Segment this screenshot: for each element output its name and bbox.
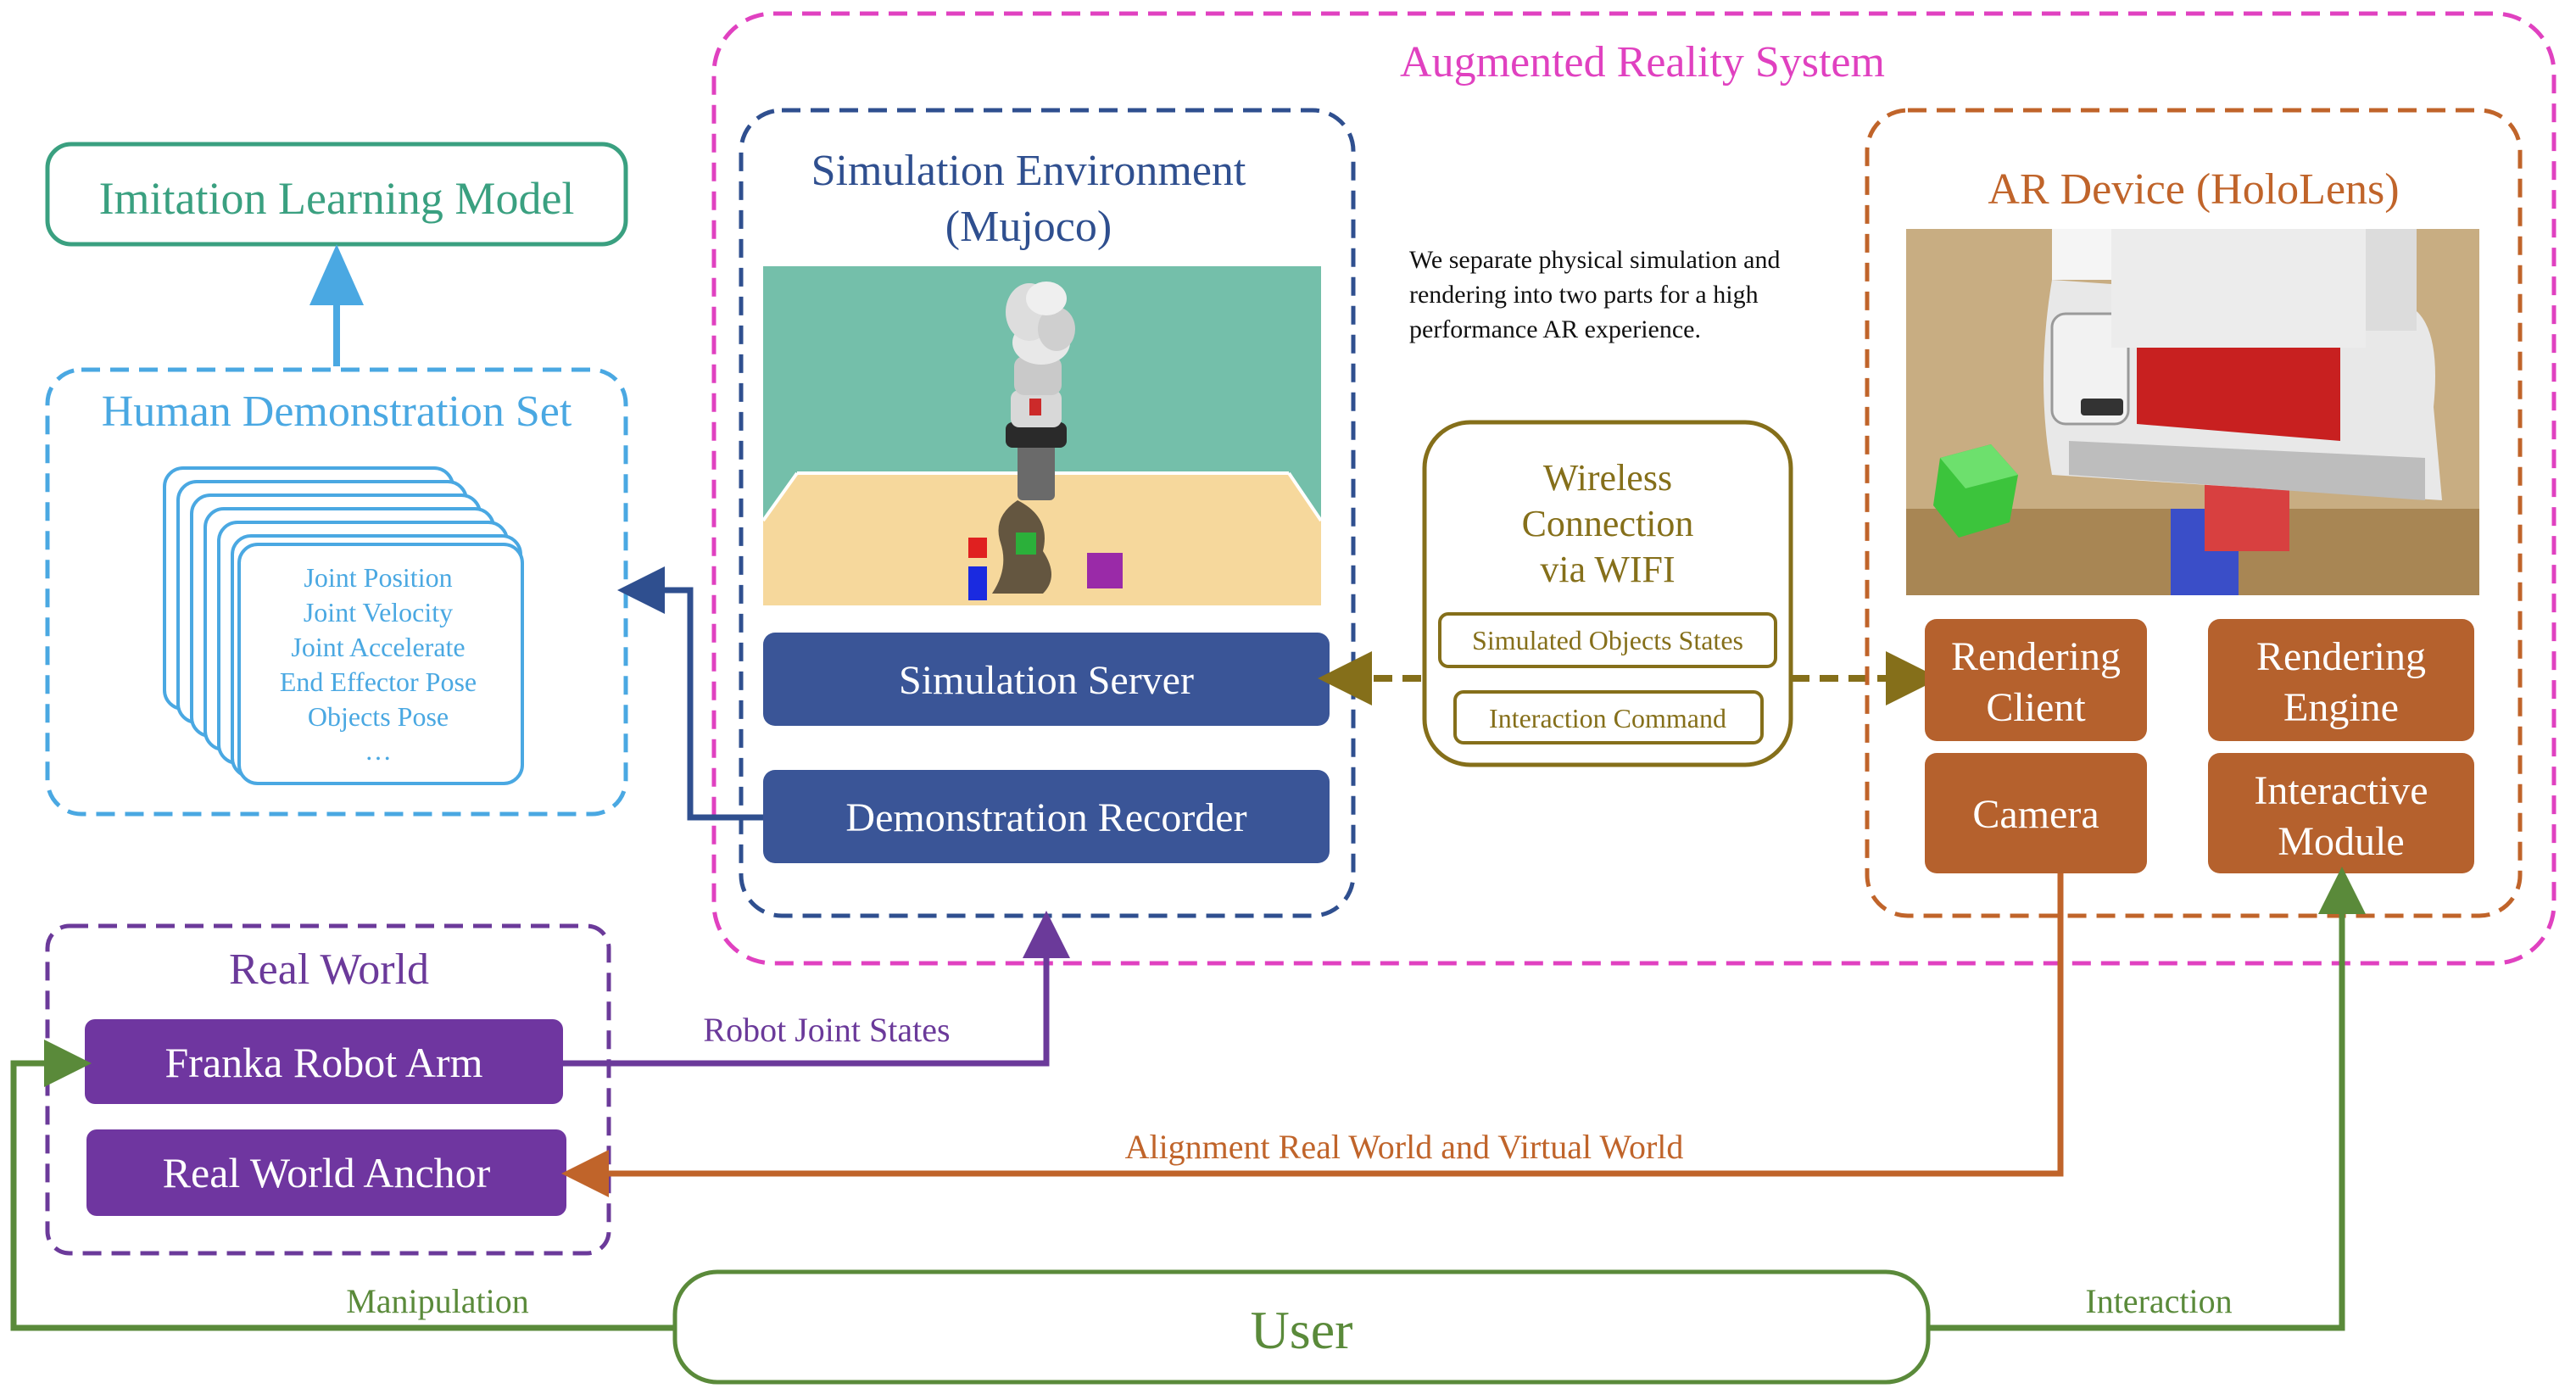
franka-robot-arm-label: Franka Robot Arm bbox=[165, 1039, 483, 1086]
sim-green-cube bbox=[1016, 533, 1036, 555]
hololens-view-image bbox=[1906, 229, 2479, 595]
real-world-anchor-label: Real World Anchor bbox=[163, 1149, 491, 1196]
arrow-manipulation bbox=[10, 1040, 675, 1331]
ar-system-title: Augmented Reality System bbox=[1400, 38, 1885, 86]
sim-purple-cube bbox=[1087, 553, 1123, 588]
interactive-module-box bbox=[2208, 753, 2474, 873]
real-world-title: Real World bbox=[229, 945, 429, 994]
sim-blue-cube bbox=[968, 566, 987, 600]
ar-device-title: AR Device (HoloLens) bbox=[1988, 165, 2399, 214]
demo-pages-stack bbox=[163, 466, 524, 785]
sim-red-cube bbox=[968, 538, 987, 558]
interactive-module-label-line1: Interactive bbox=[2254, 768, 2428, 813]
real-world-container bbox=[45, 923, 611, 1256]
simulation-server-label: Simulation Server bbox=[899, 658, 1194, 703]
demo-item-joint-accelerate: Joint Accelerate bbox=[291, 632, 465, 662]
user-label: User bbox=[1251, 1300, 1353, 1360]
imitation-learning-label: Imitation Learning Model bbox=[99, 173, 575, 224]
rendering-client-label-line1: Rendering bbox=[1951, 634, 2121, 679]
demo-item-ellipsis: … bbox=[365, 735, 392, 766]
arrow-interaction bbox=[1928, 867, 2366, 1331]
ar-device-container bbox=[1865, 108, 2523, 918]
simulation-server-box bbox=[763, 633, 1330, 726]
alignment-label: Alignment Real World and Virtual World bbox=[1125, 1128, 1684, 1166]
ar-system-container bbox=[711, 11, 2556, 966]
rendering-engine-label-line2: Engine bbox=[2283, 685, 2399, 730]
camera-label: Camera bbox=[1972, 792, 2099, 837]
simulation-title-line1: Simulation Environment bbox=[811, 147, 1246, 195]
wireless-title-line2: Connection bbox=[1522, 503, 1694, 544]
demonstration-recorder-box bbox=[763, 770, 1330, 863]
page-card-front bbox=[237, 543, 524, 785]
interaction-label: Interaction bbox=[2085, 1282, 2232, 1320]
rendering-client-label-line2: Client bbox=[1986, 685, 2086, 730]
wireless-title-line1: Wireless bbox=[1543, 457, 1672, 499]
demo-item-joint-velocity: Joint Velocity bbox=[304, 597, 453, 627]
wireless-title-line3: via WIFI bbox=[1540, 549, 1675, 590]
demo-set-title: Human Demonstration Set bbox=[102, 388, 572, 436]
rendering-client-box bbox=[1925, 619, 2147, 741]
architecture-note: We separate physical simulation and rend… bbox=[1409, 246, 1781, 343]
arrow-alignment bbox=[561, 873, 2064, 1197]
sim-robot-arm-illustration bbox=[1006, 282, 1075, 500]
robot-joint-states-label: Robot Joint States bbox=[703, 1011, 950, 1049]
franka-robot-arm-box bbox=[85, 1019, 563, 1104]
arrow-recorder-to-demo-set bbox=[617, 566, 763, 821]
demo-item-end-effector-pose: End Effector Pose bbox=[280, 666, 477, 697]
camera-box bbox=[1925, 753, 2147, 873]
real-world-anchor-box bbox=[86, 1129, 566, 1216]
demo-item-joint-position: Joint Position bbox=[304, 562, 452, 593]
rendering-engine-box bbox=[2208, 619, 2474, 741]
interaction-command-label: Interaction Command bbox=[1489, 703, 1726, 733]
rendering-engine-label-line1: Rendering bbox=[2256, 634, 2426, 679]
mujoco-scene-image bbox=[761, 266, 1323, 605]
arrow-robot-joint-states bbox=[563, 911, 1070, 1067]
interactive-module-label-line2: Module bbox=[2278, 819, 2404, 864]
simulated-objects-states-tag bbox=[1438, 612, 1777, 668]
wireless-container bbox=[1422, 420, 1793, 767]
interaction-command-tag bbox=[1453, 690, 1764, 744]
simulated-objects-states-label: Simulated Objects States bbox=[1472, 625, 1743, 655]
demo-item-objects-pose: Objects Pose bbox=[308, 701, 449, 732]
simulation-title-line2: (Mujoco) bbox=[945, 203, 1112, 251]
demonstration-recorder-label: Demonstration Recorder bbox=[845, 795, 1246, 840]
manipulation-label: Manipulation bbox=[346, 1282, 529, 1320]
